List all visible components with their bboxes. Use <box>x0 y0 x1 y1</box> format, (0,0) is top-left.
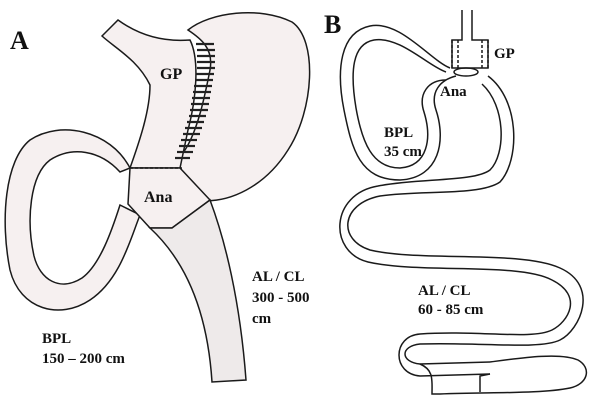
panel-a-biliopancreatic-limb <box>4 129 141 311</box>
panel-a-gastric-pouch <box>100 19 197 169</box>
panel-b-letter: B <box>324 10 342 39</box>
panel-b-al-name: AL / CL <box>418 283 471 299</box>
panel-b-alimentary-limb-inner <box>339 83 572 377</box>
panel-a-letter: A <box>10 26 29 55</box>
panel-b-gastric-pouch <box>451 10 489 69</box>
panel-b-bpl-name: BPL <box>384 125 414 141</box>
panel-b-biliopancreatic-limb-inner <box>352 39 447 169</box>
panel-b-distal-bowel <box>419 355 588 395</box>
panel-a-al-length-line2: cm <box>252 311 272 327</box>
panel-b-anastomosis <box>453 67 479 77</box>
panel-a-bpl-name: BPL <box>42 331 72 347</box>
panel-a-al-length-line1: 300 - 500 <box>252 290 310 306</box>
panel-b-al-length: 60 - 85 cm <box>418 302 484 318</box>
panel-b-alimentary-limb-outer <box>347 75 584 365</box>
panel-a-anastomosis-label: Ana <box>144 189 173 206</box>
panel-a-al-name: AL / CL <box>252 269 305 285</box>
panel-a-gastric-pouch-label: GP <box>160 66 183 83</box>
panel-b-anastomosis-label: Ana <box>440 84 467 100</box>
panel-a-alimentary-limb <box>148 198 247 383</box>
panel-a-stomach-remnant <box>163 12 311 202</box>
panel-b-biliopancreatic-limb-outer <box>339 24 457 181</box>
panel-a-bpl-length: 150 – 200 cm <box>42 351 125 367</box>
panel-a-staple-line <box>175 42 215 160</box>
panel-b-bpl-length: 35 cm <box>384 144 422 160</box>
panel-a-illustration <box>4 12 311 383</box>
panel-b-gastric-pouch-label: GP <box>494 46 515 62</box>
panel-b-illustration <box>339 10 588 395</box>
